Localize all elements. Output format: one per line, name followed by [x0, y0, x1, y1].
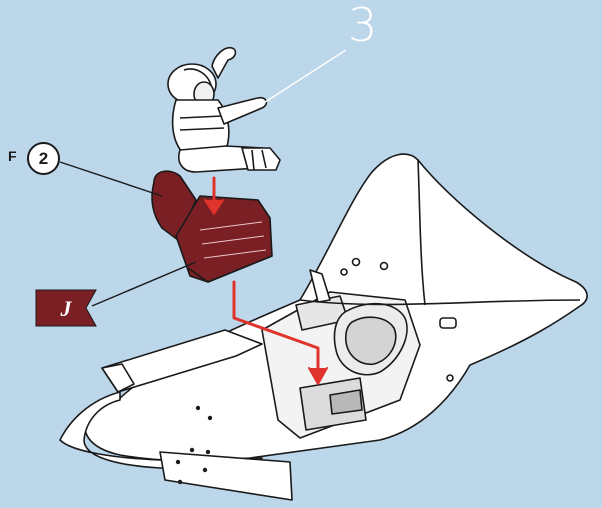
arrow-seat-to-cockpit — [232, 280, 320, 380]
color-code-label: J — [60, 296, 72, 321]
part-number-badge: 2 — [27, 142, 60, 175]
color-leader-line — [91, 261, 197, 307]
step-number: 3 — [348, 0, 378, 52]
assembly-arrows — [204, 176, 328, 385]
color-flag-icon — [35, 289, 97, 327]
spaceship-hull — [59, 153, 588, 501]
part-leader-line — [59, 161, 163, 197]
part-tree-letter: F — [8, 148, 17, 164]
leader-lines — [59, 49, 347, 307]
astronaut-figure — [167, 46, 281, 173]
seat-part — [151, 170, 273, 283]
step-leader-line — [261, 49, 347, 105]
